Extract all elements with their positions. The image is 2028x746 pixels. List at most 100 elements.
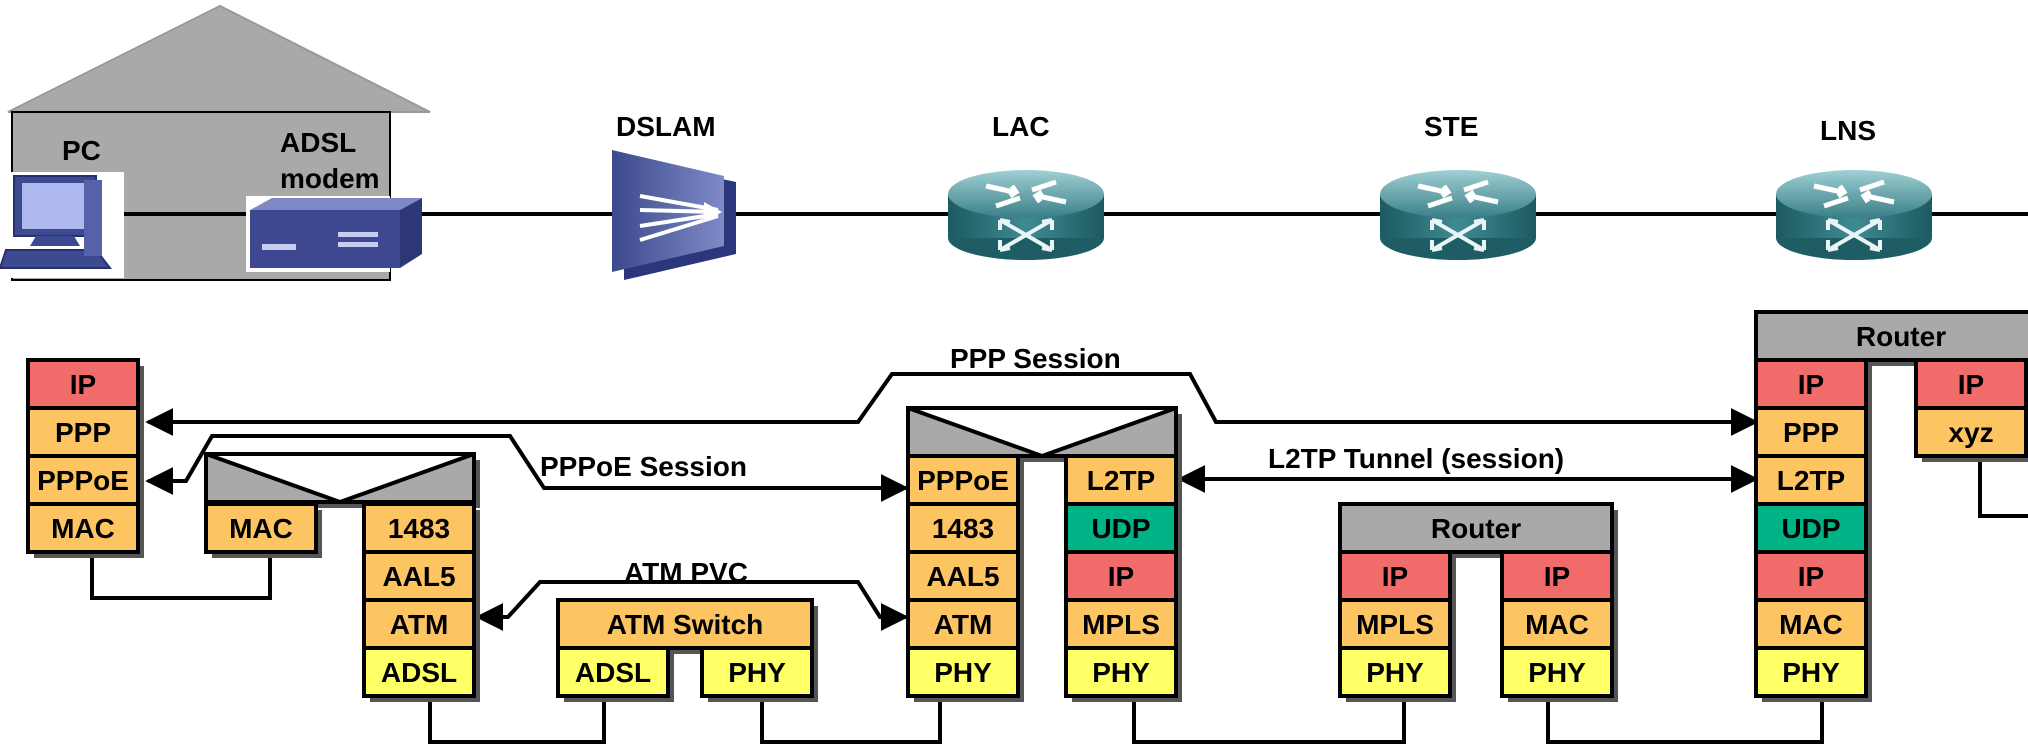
atm-switch-adsl-box: ADSL xyxy=(556,646,674,702)
pc-mac-box-label: MAC xyxy=(51,513,115,544)
lac-right-udp-box-label: UDP xyxy=(1091,513,1150,544)
lac-right-phy-box: PHY xyxy=(1064,646,1182,702)
lns-left-mac-box: MAC xyxy=(1754,598,1872,654)
lns-left-ip-box-label: IP xyxy=(1798,561,1824,592)
lns-right-ip-box: IP xyxy=(1914,358,2028,414)
lns-right-xyz-box: xyz xyxy=(1914,406,2028,462)
lns-left-ip-box-label: IP xyxy=(1798,369,1824,400)
lns-left-mac-box-label: MAC xyxy=(1779,609,1843,640)
pc-ip-box: IP xyxy=(26,358,144,414)
pc-pppoe-box-label: PPPoE xyxy=(37,465,129,496)
ppp-session-label: PPP Session xyxy=(950,343,1121,374)
ste-right-mac-box: MAC xyxy=(1500,598,1618,654)
lns-left-ip-box: IP xyxy=(1754,550,1872,606)
pppoe-session-arrow xyxy=(145,434,909,502)
modem-1483-box-label: 1483 xyxy=(388,513,450,544)
modem-aal5-box-label: AAL5 xyxy=(382,561,455,592)
atm-switch-header-box: ATM Switch xyxy=(556,598,818,654)
dslam-icon xyxy=(612,150,736,280)
stack-wiring xyxy=(90,455,2028,744)
lns-left-phy-box-label: PHY xyxy=(1782,657,1840,688)
modem-atm-box-label: ATM xyxy=(390,609,449,640)
lns-router-icon xyxy=(1776,170,1932,260)
modem-bridge-header xyxy=(204,452,480,508)
pc-ppp-box-label: PPP xyxy=(55,417,111,448)
atm-switch-phy-box: PHY xyxy=(700,646,818,702)
pc-icon xyxy=(0,172,124,278)
lns-label: LNS xyxy=(1820,115,1876,146)
modem-atm-box: ATM xyxy=(362,598,480,654)
lac-left-1483-box-label: 1483 xyxy=(932,513,994,544)
modem-adsl-box: ADSL xyxy=(362,646,480,702)
lac-right-l2tp-box: L2TP xyxy=(1064,454,1182,510)
lns-right-xyz-box-label: xyz xyxy=(1948,417,1993,448)
pc-ip-box-label: IP xyxy=(70,369,96,400)
modem-1483-box: 1483 xyxy=(362,502,480,558)
lns-left-udp-box: UDP xyxy=(1754,502,1872,558)
ste-right-mac-box-label: MAC xyxy=(1525,609,1589,640)
atm-switch-header-box-label: ATM Switch xyxy=(607,609,764,640)
lac-bridge-header xyxy=(906,406,1182,462)
dslam-label: DSLAM xyxy=(616,111,716,142)
atm-switch-adsl-box-label: ADSL xyxy=(575,657,651,688)
lns-left-udp-box-label: UDP xyxy=(1781,513,1840,544)
ste-left-mpls-box-label: MPLS xyxy=(1356,609,1434,640)
modem-mac-box: MAC xyxy=(204,502,322,558)
modem-adsl-box-label: ADSL xyxy=(381,657,457,688)
ste-right-phy-box: PHY xyxy=(1500,646,1618,702)
lns-left-l2tp-box: L2TP xyxy=(1754,454,1872,510)
ste-router-header-box-label: Router xyxy=(1431,513,1521,544)
lac-right-mpls-box-label: MPLS xyxy=(1082,609,1160,640)
ste-right-ip-box: IP xyxy=(1500,550,1618,606)
pc-ppp-box: PPP xyxy=(26,406,144,462)
lac-label: LAC xyxy=(992,111,1050,142)
atm-switch-phy-box-label: PHY xyxy=(728,657,786,688)
lns-router-header-box-label: Router xyxy=(1856,321,1946,352)
lac-right-udp-box: UDP xyxy=(1064,502,1182,558)
l2tp-tunnel-label: L2TP Tunnel (session) xyxy=(1268,443,1564,474)
lns-left-ppp-box-label: PPP xyxy=(1783,417,1839,448)
lns-router-header-box: Router xyxy=(1754,310,2028,366)
lns-left-phy-box: PHY xyxy=(1754,646,1872,702)
lac-right-phy-box-label: PHY xyxy=(1092,657,1150,688)
ste-right-phy-box-label: PHY xyxy=(1528,657,1586,688)
lac-left-aal5-box: AAL5 xyxy=(906,550,1024,606)
pc-mac-box: MAC xyxy=(26,502,144,558)
atm-pvc-arrow xyxy=(475,580,909,631)
adsl-modem-icon xyxy=(246,196,422,272)
ppp-session-arrow xyxy=(145,372,1759,436)
modem-aal5-box: AAL5 xyxy=(362,550,480,606)
ste-left-mpls-box: MPLS xyxy=(1338,598,1456,654)
lns-left-ip-box: IP xyxy=(1754,358,1872,414)
lns-right-ip-box-label: IP xyxy=(1958,369,1984,400)
lns-left-ppp-box: PPP xyxy=(1754,406,1872,462)
ste-left-ip-box: IP xyxy=(1338,550,1456,606)
atm-pvc-label: ATM PVC xyxy=(624,557,748,588)
lac-left-pppoe-box-label: PPPoE xyxy=(917,465,1009,496)
pppoe-session-label: PPPoE Session xyxy=(540,451,747,482)
lac-router-icon xyxy=(948,170,1104,260)
ste-left-phy-box: PHY xyxy=(1338,646,1456,702)
ste-left-phy-box-label: PHY xyxy=(1366,657,1424,688)
ste-router-header-box: Router xyxy=(1338,502,1618,558)
lac-left-pppoe-box: PPPoE xyxy=(906,454,1024,510)
lac-left-atm-box: ATM xyxy=(906,598,1024,654)
modem-label-line1: ADSL xyxy=(280,127,356,158)
ste-right-ip-box-label: IP xyxy=(1544,561,1570,592)
ste-left-ip-box-label: IP xyxy=(1382,561,1408,592)
lac-left-phy-box-label: PHY xyxy=(934,657,992,688)
lac-right-ip-box-label: IP xyxy=(1108,561,1134,592)
ste-router-icon xyxy=(1380,170,1536,260)
lac-left-1483-box: 1483 xyxy=(906,502,1024,558)
pc-pppoe-box: PPPoE xyxy=(26,454,144,510)
ste-label: STE xyxy=(1424,111,1478,142)
lac-left-phy-box: PHY xyxy=(906,646,1024,702)
lac-left-atm-box-label: ATM xyxy=(934,609,993,640)
modem-mac-box-label: MAC xyxy=(229,513,293,544)
lac-right-mpls-box: MPLS xyxy=(1064,598,1182,654)
modem-label-line2: modem xyxy=(280,163,380,194)
lac-right-ip-box: IP xyxy=(1064,550,1182,606)
pc-label: PC xyxy=(62,135,101,166)
lac-right-l2tp-box-label: L2TP xyxy=(1087,465,1155,496)
